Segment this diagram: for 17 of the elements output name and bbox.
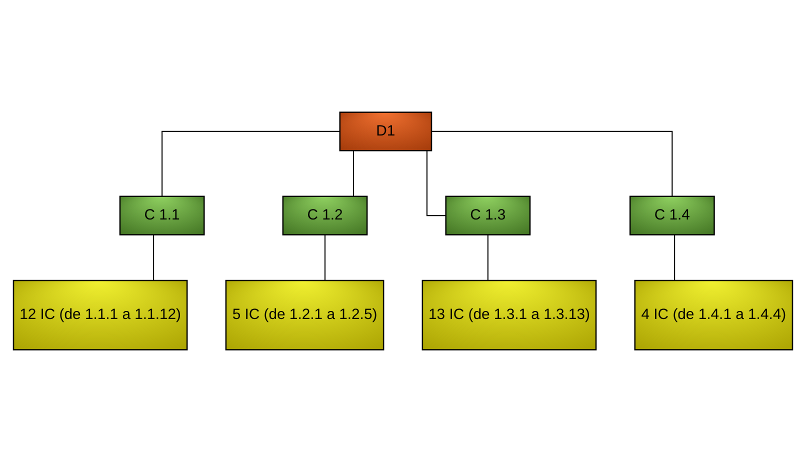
node-box: C 1.3 — [445, 196, 531, 236]
connector — [674, 234, 676, 280]
connector — [352, 150, 354, 196]
node-box: 5 IC (de 1.2.1 a 1.2.5) — [225, 280, 384, 350]
connector — [153, 234, 154, 280]
node-box: 13 IC (de 1.3.1 a 1.3.13) — [422, 280, 597, 350]
connector — [162, 130, 340, 196]
connector — [432, 130, 673, 196]
node-box: C 1.4 — [629, 196, 715, 236]
node-box: D1 — [339, 112, 432, 152]
node-box: 12 IC (de 1.1.1 a 1.1.12) — [12, 280, 188, 350]
connector — [426, 150, 446, 216]
node-box: C 1.2 — [282, 196, 368, 236]
connector — [487, 234, 488, 280]
node-box: C 1.1 — [119, 196, 205, 236]
node-box: 4 IC (de 1.4.1 a 1.4.4) — [634, 280, 794, 350]
connector — [324, 234, 326, 280]
